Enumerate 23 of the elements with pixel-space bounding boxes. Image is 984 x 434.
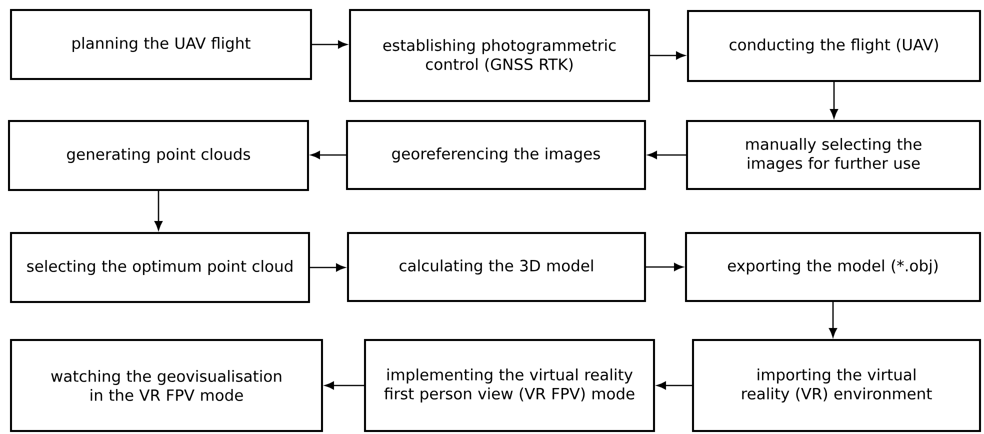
process-box: conducting the flight (UAV)	[687, 10, 982, 82]
arrow	[648, 151, 686, 159]
arrow	[650, 52, 686, 60]
process-box: selecting the optimum point cloud	[10, 232, 310, 303]
process-box: georeferencing the images	[346, 120, 646, 190]
arrow	[829, 302, 837, 338]
process-box: exporting the model (*.obj)	[685, 232, 982, 302]
arrow	[646, 263, 684, 271]
process-box: establishing photogrammetric control (GNSS RTK)	[349, 9, 650, 102]
arrow	[656, 382, 692, 390]
arrow	[154, 191, 162, 230]
arrow	[830, 82, 838, 118]
process-box: calculating the 3D model	[347, 232, 646, 302]
process-box: generating point clouds	[8, 120, 309, 191]
arrow	[324, 382, 364, 390]
process-box: planning the UAV flight	[10, 9, 312, 80]
process-box: watching the geovisualisation in the VR FPV mode	[10, 339, 323, 432]
arrow	[310, 151, 346, 159]
process-box: manually selecting the images for further use	[686, 120, 982, 190]
process-box: implementing the virtual reality first person view (VR FPV) mode	[364, 339, 655, 432]
process-box: importing the virtual reality (VR) environment	[692, 339, 982, 432]
arrow	[312, 40, 348, 48]
arrow	[310, 264, 346, 272]
